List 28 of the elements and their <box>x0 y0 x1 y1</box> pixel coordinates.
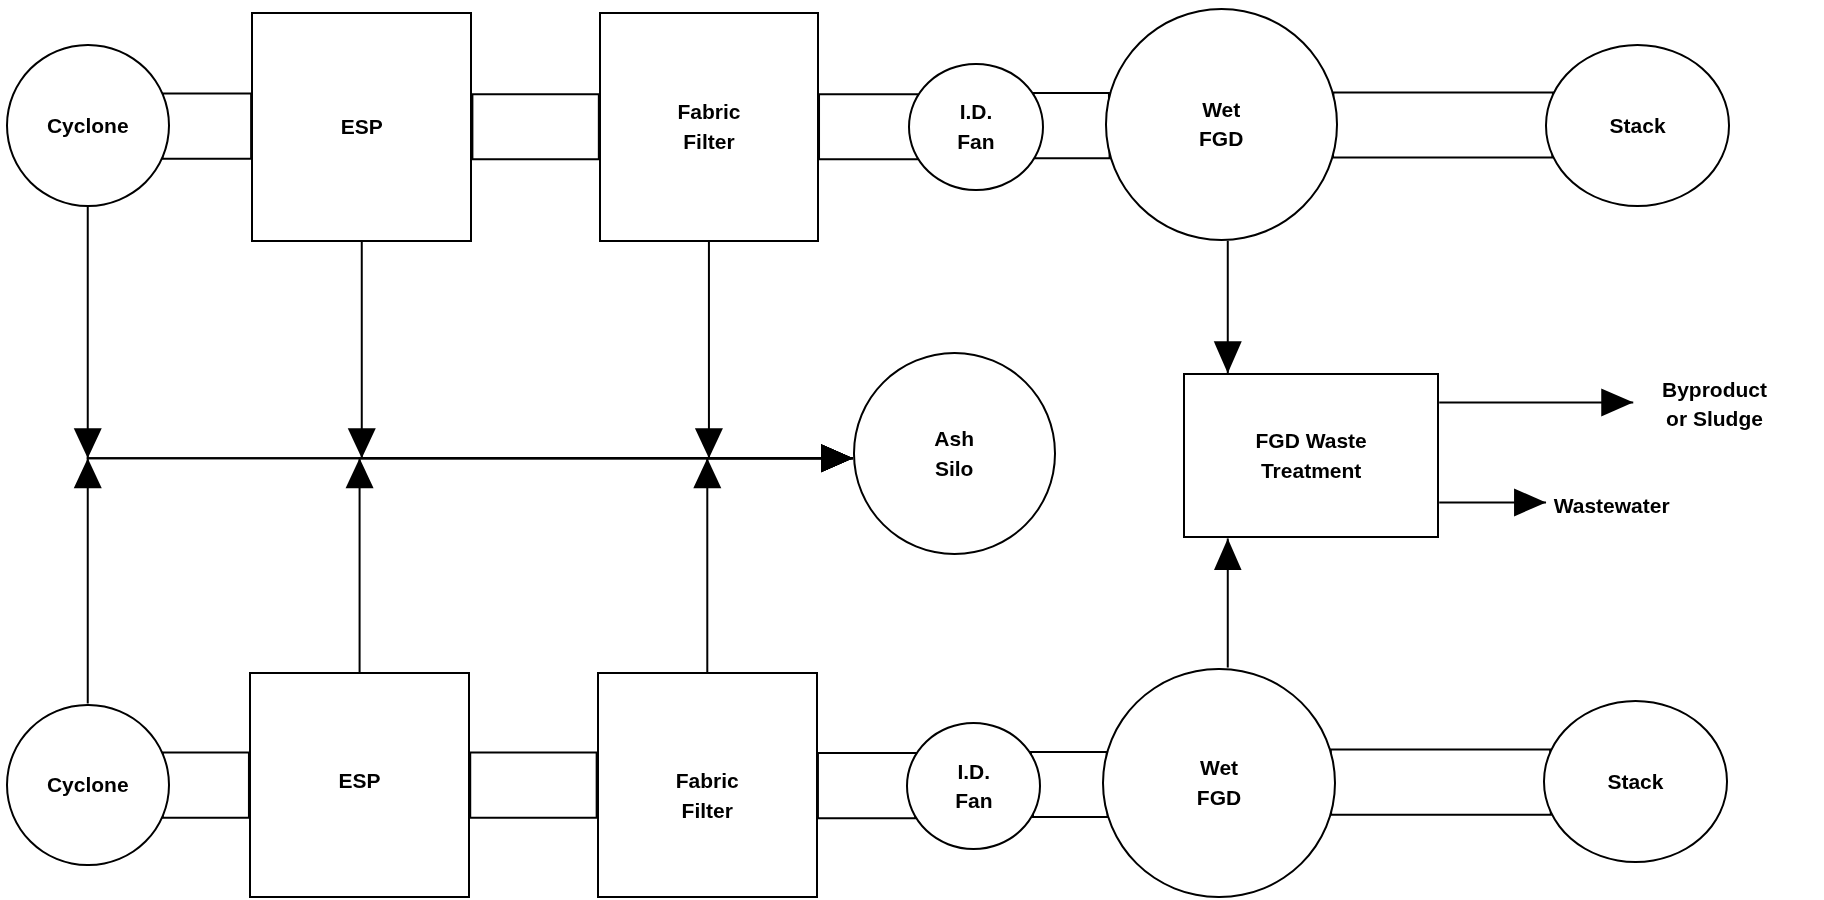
process-box <box>248 672 471 898</box>
node-label: I.D. Fan <box>954 758 994 815</box>
arrow <box>693 444 854 674</box>
duct-line <box>469 751 598 819</box>
node-label: Wet FGD <box>1198 97 1245 153</box>
node-label: ESP <box>340 114 383 141</box>
duct-line <box>471 93 600 161</box>
node-label: Stack <box>1609 112 1666 139</box>
node-label: Fabric Filter <box>676 99 742 155</box>
arrow <box>1213 239 1242 375</box>
output-label: Wastewater <box>1553 490 1670 521</box>
node-label: Cyclone <box>46 772 129 799</box>
node-label: Cyclone <box>46 112 129 139</box>
node-label: Wet FGD <box>1195 755 1243 811</box>
arrow <box>1438 388 1635 417</box>
process-box <box>598 11 819 242</box>
process-box <box>596 672 818 898</box>
arrow <box>1213 537 1242 669</box>
process-box <box>1183 373 1440 539</box>
node-label: ESP <box>338 768 381 795</box>
arrow <box>1438 488 1548 517</box>
node-label: Stack <box>1607 768 1664 795</box>
output-label: Byproduct or Sludge <box>1649 374 1780 434</box>
node-label: Fabric Filter <box>674 768 740 824</box>
process-box <box>251 11 473 242</box>
node-label: Ash Silo <box>933 426 975 482</box>
node-label: I.D. Fan <box>956 99 996 155</box>
node-label: FGD Waste Treatment <box>1254 428 1368 484</box>
